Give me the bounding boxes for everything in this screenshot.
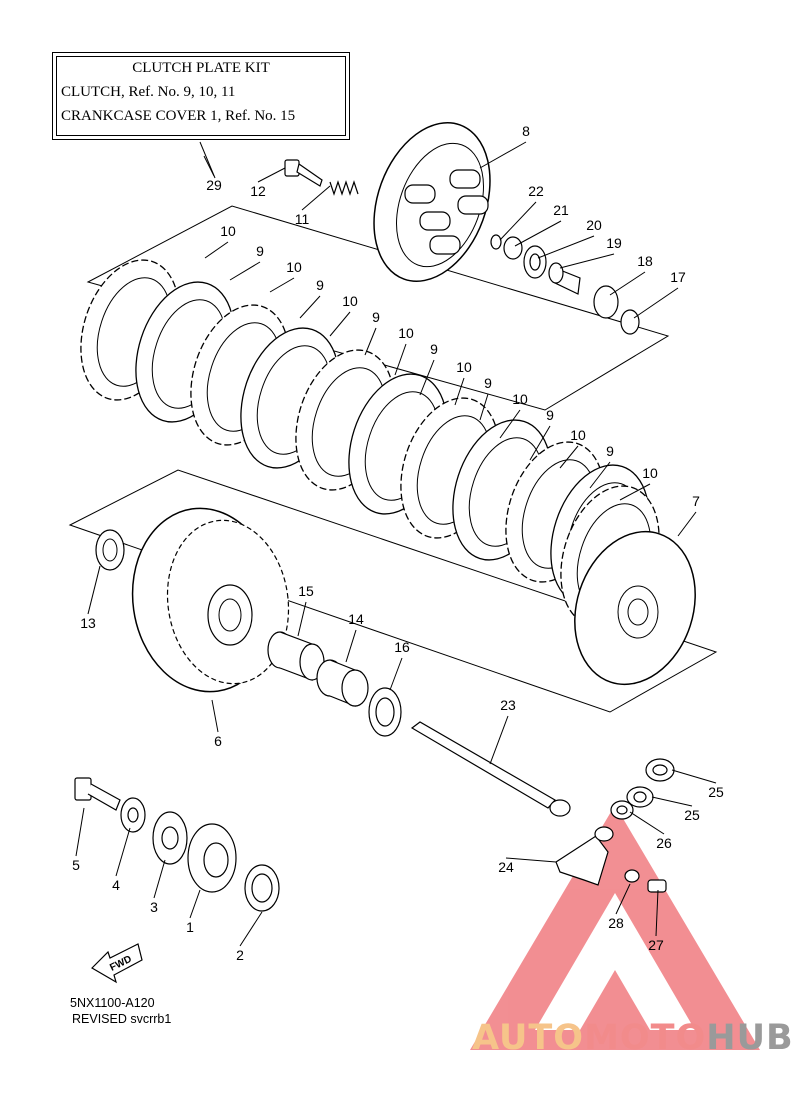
washer-21	[503, 236, 523, 260]
callout-label: 12	[250, 183, 266, 199]
clutch-group-outline	[68, 469, 718, 713]
callout-label: 13	[80, 615, 96, 631]
clutch-plate-kit-box: CLUTCH PLATE KIT CLUTCH, Ref. No. 9, 10,…	[52, 52, 350, 140]
callout-label: 18	[637, 253, 653, 269]
gear-3	[152, 811, 188, 865]
washer-17	[620, 309, 640, 335]
callout-label: 11	[295, 211, 310, 227]
callout-label: 9	[484, 375, 492, 391]
callout-label: 10	[642, 465, 658, 481]
callout-label: 28	[608, 915, 624, 931]
gear-1	[187, 823, 237, 893]
lever-24	[555, 826, 614, 886]
clutch-housing	[131, 507, 290, 693]
clutch-boss	[574, 530, 696, 686]
pressure-plate	[373, 122, 491, 282]
bearing-18	[593, 285, 619, 319]
leader-lines	[75, 141, 717, 947]
callout-label: 8	[522, 123, 530, 139]
callout-label: 21	[553, 202, 569, 218]
washer-4	[120, 797, 146, 833]
callout-label: 24	[498, 859, 514, 875]
callout-label: 5	[72, 857, 80, 873]
watermark-part-moto: MOTO	[584, 1018, 707, 1058]
seal-26	[610, 800, 634, 820]
spring-11	[329, 180, 359, 196]
diagram-code: 5NX1100-A120	[70, 996, 155, 1010]
collar-14	[316, 659, 369, 707]
callout-label: 10	[456, 359, 472, 375]
callout-label: 9	[256, 243, 264, 259]
kit-line-clutch: CLUTCH, Ref. No. 9, 10, 11	[61, 84, 236, 100]
plate-group-outline	[86, 205, 670, 411]
needle-bearing-15	[267, 631, 325, 681]
callout-label: 9	[430, 341, 438, 357]
revision-label: REVISED svcrrb1	[72, 1012, 172, 1026]
callout-label: 23	[500, 697, 516, 713]
bolt-5	[74, 777, 121, 811]
callout-label: 22	[528, 183, 544, 199]
callout-label: 6	[214, 733, 222, 749]
callout-label: 29	[206, 177, 222, 193]
callout-label: 10	[512, 391, 528, 407]
bearing-25a	[645, 758, 675, 782]
callout-label: 9	[606, 443, 614, 459]
callout-label: 26	[656, 835, 672, 851]
callout-label: 9	[372, 309, 380, 325]
clutch-plates	[80, 259, 660, 627]
callout-label: 2	[236, 947, 244, 963]
callout-label: 16	[394, 639, 410, 655]
watermark-part-hub: HUB	[706, 1018, 794, 1058]
callout-label: 10	[220, 223, 236, 239]
callout-label: 9	[316, 277, 324, 293]
kit-title: CLUTCH PLATE KIT	[132, 60, 270, 76]
callout-label: 10	[570, 427, 586, 443]
fwd-arrow	[91, 943, 143, 984]
callout-label: 9	[546, 407, 554, 423]
callout-label: 25	[684, 807, 700, 823]
callout-label: 19	[606, 235, 622, 251]
callout-label: 25	[708, 784, 724, 800]
watermark-logo	[470, 805, 760, 1050]
callout-label: 10	[286, 259, 302, 275]
bolt-12	[284, 159, 323, 187]
kit-line-crankcase: CRANKCASE COVER 1, Ref. No. 15	[61, 108, 296, 124]
callout-label: 27	[648, 937, 664, 953]
bearing-25b	[626, 786, 654, 808]
callout-label: 14	[348, 611, 364, 627]
callout-label: 10	[398, 325, 414, 341]
callout-label: 4	[112, 877, 120, 893]
watermark-text: AUTOMOTOHUB	[472, 1018, 794, 1058]
callout-label: 10	[342, 293, 358, 309]
circlip-22	[490, 234, 502, 250]
bearing-2	[244, 864, 280, 912]
callout-label: 1	[186, 919, 194, 935]
callout-label: 3	[150, 899, 158, 915]
screw-27	[647, 879, 667, 893]
washer-28	[624, 869, 640, 883]
kit-box-inner: CLUTCH PLATE KIT CLUTCH, Ref. No. 9, 10,…	[56, 56, 346, 136]
callout-label: 15	[298, 583, 314, 599]
callout-label: 7	[692, 493, 700, 509]
washer-13	[95, 529, 125, 571]
washer-16	[368, 687, 402, 737]
push-rod-23	[410, 721, 571, 817]
callout-label: 17	[670, 269, 686, 285]
watermark-part-auto: AUTO	[472, 1018, 585, 1058]
callout-label: 20	[586, 217, 602, 233]
